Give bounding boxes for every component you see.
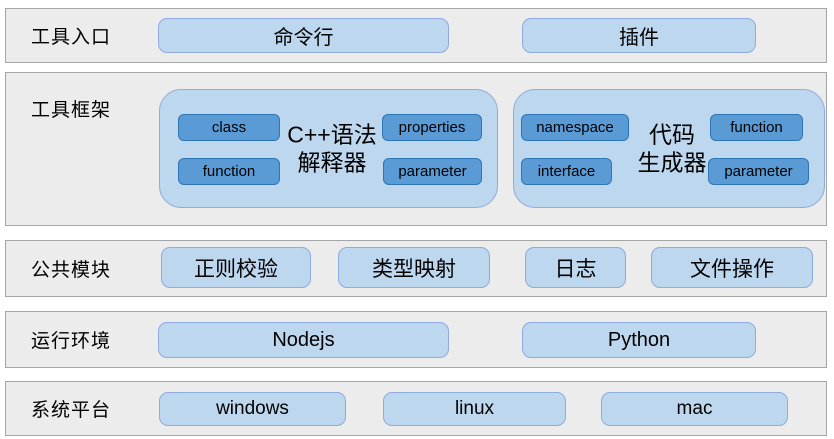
node-linux: linux (383, 392, 566, 426)
chip-properties: properties (382, 114, 482, 141)
group-title-line2: 解释器 (297, 149, 367, 176)
band-runtime-environment: 运行环境 Nodejs Python (5, 311, 827, 368)
chip-function-2: function (710, 114, 803, 141)
node-windows: windows (159, 392, 346, 426)
group-code-generator: namespace interface 代码 生成器 function para… (513, 89, 825, 208)
chip-function: function (178, 158, 280, 185)
node-plugin: 插件 (522, 18, 756, 53)
group-title-code-generator: 代码 生成器 (624, 120, 720, 178)
node-regex-validation: 正则校验 (161, 247, 311, 288)
chip-interface: interface (521, 158, 612, 185)
node-log: 日志 (525, 247, 626, 288)
band-label-tool-framework: 工具框架 (31, 100, 112, 121)
band-label-runtime-environment: 运行环境 (31, 331, 112, 352)
band-common-modules: 公共模块 正则校验 类型映射 日志 文件操作 (5, 240, 827, 297)
group-title-line1: 代码 (649, 120, 695, 147)
node-python: Python (522, 322, 756, 358)
node-command-line: 命令行 (158, 18, 449, 53)
group-title-line2: 生成器 (637, 149, 707, 176)
band-label-system-platform: 系统平台 (31, 400, 112, 421)
group-title-line1: C++语法 (287, 120, 377, 147)
node-type-mapping: 类型映射 (338, 247, 490, 288)
band-tool-framework: 工具框架 class function C++语法 解释器 properties… (5, 72, 827, 226)
group-title-cpp-syntax-interpreter: C++语法 解释器 (282, 120, 382, 178)
chip-parameter-2: parameter (708, 158, 809, 185)
band-label-common-modules: 公共模块 (31, 260, 112, 281)
band-system-platform: 系统平台 windows linux mac (5, 381, 827, 436)
band-tool-entry: 工具入口 命令行 插件 (5, 8, 827, 63)
node-file-operations: 文件操作 (651, 247, 813, 288)
node-mac: mac (601, 392, 788, 426)
group-cpp-syntax-interpreter: class function C++语法 解释器 properties para… (159, 89, 498, 208)
node-nodejs: Nodejs (158, 322, 449, 358)
chip-namespace: namespace (521, 114, 629, 141)
chip-parameter: parameter (383, 158, 482, 185)
band-label-tool-entry: 工具入口 (31, 27, 112, 48)
chip-class: class (178, 114, 280, 141)
